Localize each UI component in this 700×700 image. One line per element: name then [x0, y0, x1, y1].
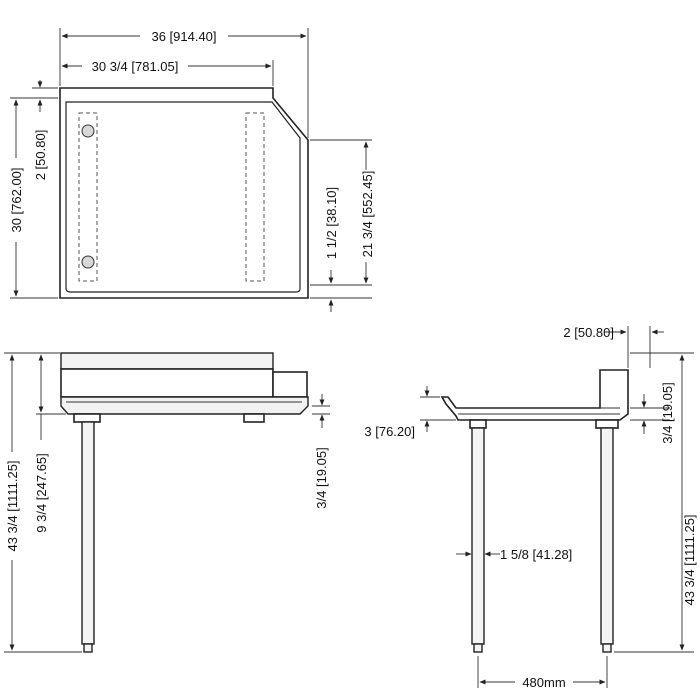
dim-front-total-height: 43 3/4 [1111.25]	[5, 460, 20, 551]
dim-front-edge: 3/4 [19.05]	[314, 447, 329, 508]
dim-side-leg-diameter: 1 5/8 [41.28]	[500, 547, 572, 562]
side-elevation: 2 [50.80] 3 [76.20] 3/4 [19.05] 43 3/4 […	[364, 325, 697, 691]
dim-side-drop: 3 [76.20]	[364, 424, 415, 439]
side-right-foot	[602, 643, 612, 653]
front-side-ledge	[272, 371, 308, 398]
dim-top-edge: 1 1/2 [38.10]	[324, 187, 339, 259]
inner-edge-outline	[65, 101, 301, 293]
front-right-bracket	[243, 413, 265, 423]
side-left-foot	[473, 643, 483, 653]
leg-hole-top	[81, 124, 95, 138]
front-body	[60, 368, 274, 398]
front-elevation: 43 3/4 [1111.25] 9 3/4 [247.65] 3/4 [19.…	[4, 352, 330, 653]
leg-hole-bottom	[81, 255, 95, 269]
front-leg-foot	[83, 643, 93, 653]
dim-front-splash-height: 9 3/4 [247.65]	[34, 453, 49, 533]
dim-bowl-depth: 21 3/4 [552.45]	[360, 171, 375, 258]
front-left-bracket	[73, 413, 101, 423]
side-right-leg	[600, 427, 614, 645]
dim-side-total-height: 43 3/4 [1111.25]	[682, 514, 697, 605]
side-top-profile	[440, 369, 629, 421]
right-rail-dashed	[245, 112, 265, 282]
dim-inner-width: 30 3/4 [781.05]	[92, 59, 179, 74]
front-backsplash	[60, 352, 274, 370]
dim-overall-width: 36 [914.40]	[151, 29, 216, 44]
side-left-leg	[471, 427, 485, 645]
front-rim	[60, 396, 309, 415]
left-rail-dashed	[78, 112, 98, 282]
side-left-bracket	[469, 419, 487, 429]
plan-view: 36 [914.40] 30 3/4 [781.05] 30 [762.00] …	[8, 26, 377, 312]
dim-side-leg-spacing: 480mm	[522, 675, 565, 690]
dim-top-backsplash: 2 [50.80]	[33, 130, 48, 181]
front-leg	[81, 421, 95, 645]
dim-overall-depth: 30 [762.00]	[9, 167, 24, 232]
side-right-bracket	[595, 419, 619, 429]
dim-side-backsplash: 2 [50.80]	[563, 325, 614, 340]
dim-side-edge: 3/4 [19.05]	[660, 382, 675, 443]
